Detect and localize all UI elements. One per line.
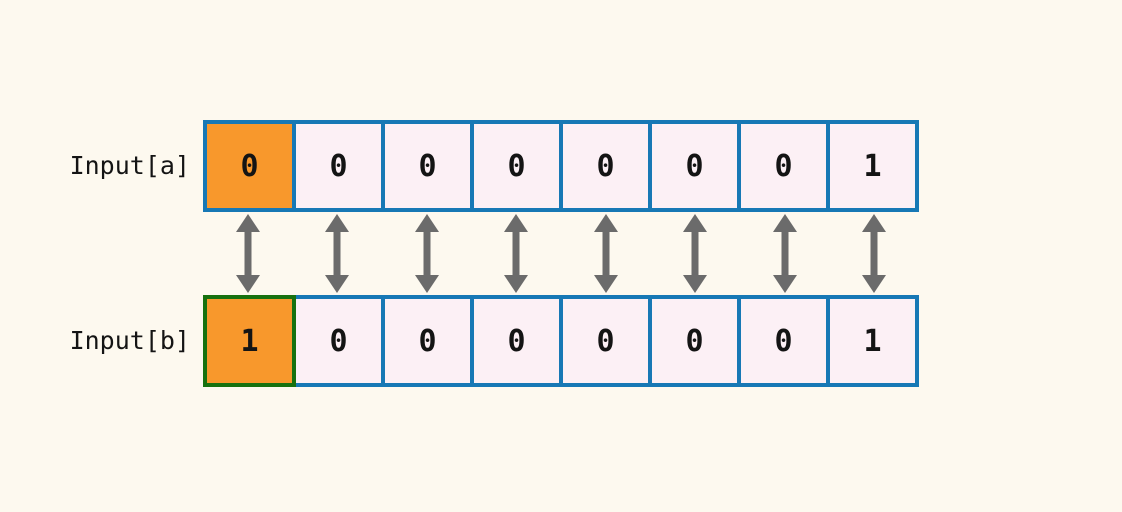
bit-cell: 0 [737,120,830,212]
bit-cell: 0 [292,120,385,212]
double-arrow-icon [414,214,440,293]
bit-cell: 0 [648,120,741,212]
double-arrow-icon [772,214,798,293]
bit-cell: 0 [737,295,830,387]
double-arrow-icon [861,214,887,293]
bit-cell: 0 [292,295,385,387]
bit-cell: 1 [203,295,296,387]
bit-cell: 0 [381,120,474,212]
double-arrow-icon [235,214,261,293]
row-label-input-a: Input[a] [69,151,190,180]
bit-cell: 0 [203,120,296,212]
bit-cell: 1 [826,295,919,387]
bit-cell: 1 [826,120,919,212]
bit-cell: 0 [470,295,563,387]
bit-cell: 0 [559,295,652,387]
bit-cell: 0 [381,295,474,387]
double-arrow-icon [593,214,619,293]
bit-cell: 0 [470,120,563,212]
row-label-input-b: Input[b] [69,326,190,355]
bit-cell: 0 [648,295,741,387]
double-arrow-icon [682,214,708,293]
double-arrow-icon [503,214,529,293]
bit-cell: 0 [559,120,652,212]
double-arrow-icon [324,214,350,293]
